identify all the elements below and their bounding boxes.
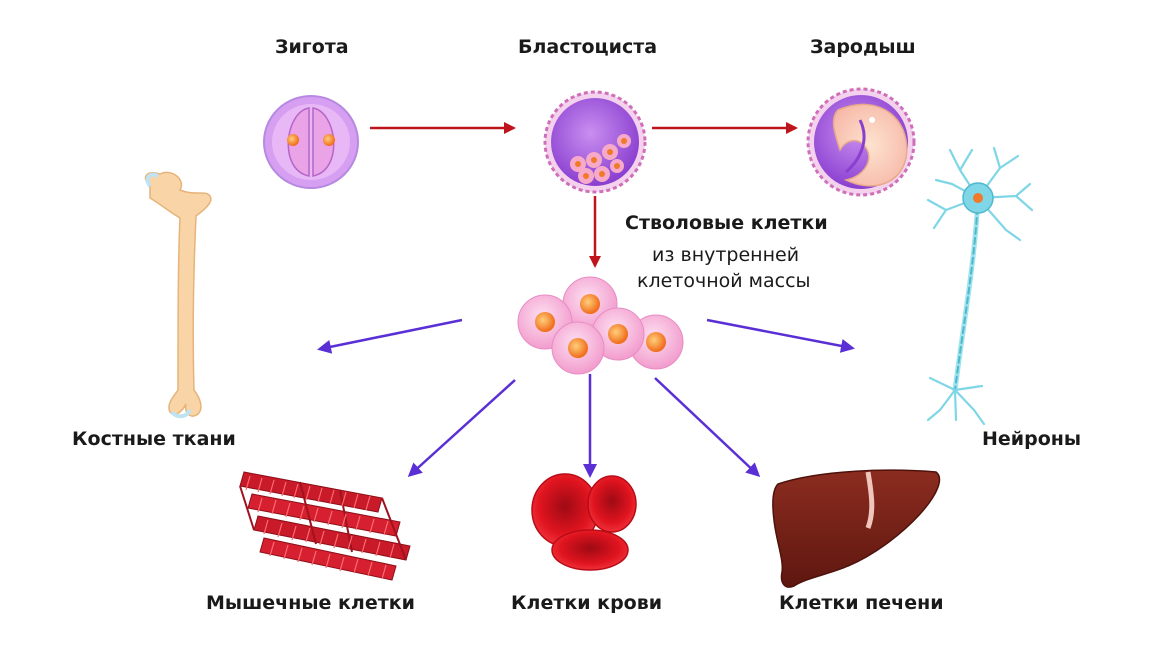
- liver-illustration: [772, 469, 941, 588]
- label-embryo: Зародыш: [810, 36, 916, 58]
- arrow-stem-to-bone: [317, 318, 463, 354]
- label-neurons: Нейроны: [982, 428, 1082, 450]
- muscle-illustration: [239, 471, 411, 581]
- arrow-stem-to-neurons: [706, 318, 855, 353]
- label-muscle: Мышечные клетки: [206, 592, 415, 614]
- arrow-stem-to-muscle: [407, 379, 516, 478]
- label-stem-subtitle-1: из внутренней: [652, 244, 800, 266]
- neuron-illustration: [926, 146, 1034, 426]
- blood-cells-illustration: [531, 473, 637, 571]
- label-liver: Клетки печени: [779, 592, 944, 614]
- bone-illustration: [144, 171, 212, 419]
- neuron-soma: [962, 182, 994, 214]
- label-stem-subtitle-2: клеточной массы: [637, 270, 811, 292]
- zygote-cell: [263, 95, 359, 189]
- label-stem-cells: Стволовые клетки: [625, 212, 828, 234]
- label-blood: Клетки крови: [511, 592, 663, 614]
- embryo-cell: [806, 87, 916, 197]
- label-zygote: Зигота: [275, 36, 349, 58]
- label-blastocyst: Бластоциста: [518, 36, 658, 58]
- blastocyst-cell: [543, 90, 647, 194]
- arrow-stem-to-liver: [654, 377, 761, 478]
- stem-cell-cluster: [517, 276, 684, 375]
- label-bone: Костные ткани: [72, 428, 236, 450]
